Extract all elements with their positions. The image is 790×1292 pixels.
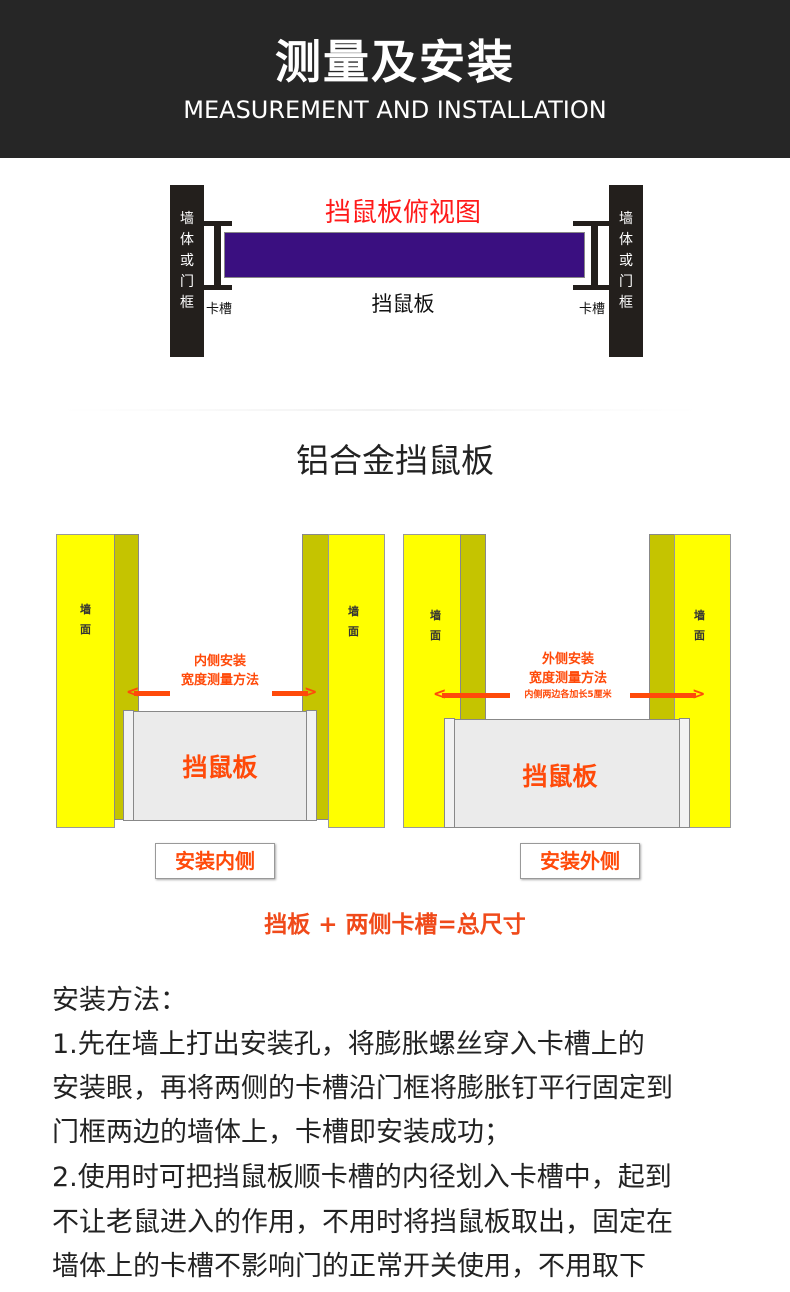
arrow-head-icon: > (692, 684, 706, 703)
outer-arrow-right (630, 693, 696, 698)
inner-right-wall-label: 墙面 (348, 605, 359, 638)
divider (60, 409, 700, 411)
outer-board-label: 挡鼠板 (522, 762, 598, 791)
inner-arrow-right (272, 691, 308, 696)
inner-board-panel (133, 711, 307, 821)
header-banner (0, 0, 790, 158)
instruction-line: 安装眼，再将两侧的卡槽沿门框将膨胀钉平行固定到 (52, 1073, 673, 1104)
outer-method-line2: 宽度测量方法 (528, 671, 607, 686)
outer-board-panel (454, 719, 680, 828)
arrow-head-icon: < (126, 682, 140, 701)
right-slot-label: 卡槽 (579, 302, 606, 317)
instruction-line: 2.使用时可把挡鼠板顺卡槽的内径划入卡槽中，起到 (52, 1162, 672, 1193)
inner-left-wall-label: 墙面 (80, 603, 91, 636)
inner-left-wall (56, 534, 115, 828)
inner-method-line2: 宽度测量方法 (180, 673, 259, 688)
left-slot-label: 卡槽 (206, 302, 233, 317)
outer-method-line3: 内侧两边各加长5厘米 (524, 690, 612, 700)
outer-left-slot (460, 534, 486, 720)
outer-method-line1: 外侧安装 (541, 652, 594, 667)
board-label: 挡鼠板 (371, 292, 435, 316)
instruction-line: 墙体上的卡槽不影响门的正常开关使用，不用取下 (52, 1251, 646, 1282)
arrow-head-icon: < (433, 684, 447, 703)
left-slot-web (214, 226, 221, 285)
outer-left-wall-label: 墙面 (430, 609, 441, 642)
instruction-line: 不让老鼠进入的作用，不用时将挡鼠板取出，固定在 (52, 1207, 673, 1238)
left-slot-flange-bottom (203, 285, 232, 290)
inner-right-wall (328, 534, 385, 828)
page-subtitle: MEASUREMENT AND INSTALLATION (183, 96, 607, 124)
top-view-title: 挡鼠板俯视图 (324, 198, 481, 228)
left-slot-flange-top (203, 221, 232, 226)
inner-arrow-left (134, 691, 170, 696)
outer-caption-box: 安装外侧 (520, 843, 640, 879)
outer-right-post (679, 718, 690, 828)
instruction-line: 门框两边的墙体上，卡槽即安装成功； (52, 1117, 511, 1148)
instruction-line: 1.先在墙上打出安装孔，将膨胀螺丝穿入卡槽上的 (52, 1029, 645, 1060)
inner-caption-box: 安装内侧 (155, 843, 275, 879)
inner-method-line1: 内侧安装 (193, 654, 246, 669)
right-slot-flange-bottom (573, 285, 609, 290)
right-slot-web (591, 226, 598, 285)
outer-arrow-left (442, 693, 510, 698)
arrow-head-icon: > (304, 682, 318, 701)
right-wall-pillar: 墙体或门框 (609, 185, 643, 357)
left-wall-pillar: 墙体或门框 (170, 185, 204, 357)
inner-board-label: 挡鼠板 (182, 753, 258, 782)
page-title: 测量及安装 (275, 35, 515, 89)
instructions-heading: 安装方法： (52, 985, 187, 1016)
right-slot-flange-top (573, 221, 609, 226)
board-bar (224, 232, 585, 278)
formula-text: 挡板 + 两侧卡槽=总尺寸 (264, 912, 526, 938)
inner-right-post (306, 710, 317, 821)
outer-right-slot (649, 534, 675, 720)
section-title: 铝合金挡鼠板 (296, 441, 494, 480)
outer-right-wall-label: 墙面 (694, 609, 705, 642)
